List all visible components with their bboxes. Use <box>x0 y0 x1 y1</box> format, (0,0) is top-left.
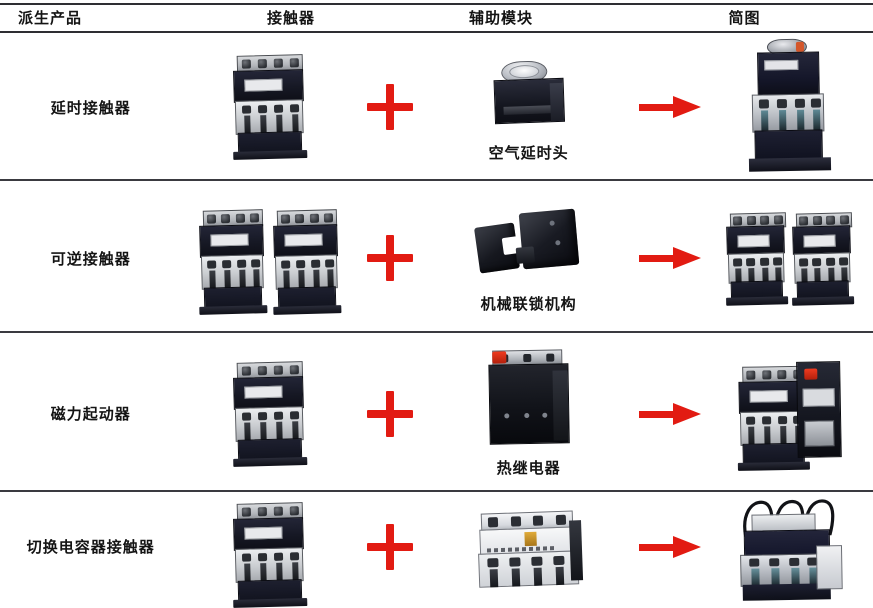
row-label: 可逆接触器 <box>50 249 131 268</box>
interlock-piece-right <box>515 208 579 269</box>
contactor-photo <box>197 209 268 315</box>
header-rule-bottom <box>0 31 873 33</box>
plus-cell <box>357 335 422 492</box>
arrow-cell <box>635 33 704 181</box>
contactor-nameplate <box>244 78 283 92</box>
result-cell <box>705 33 873 181</box>
header-cell-derived-product: 派生产品 <box>18 8 83 27</box>
row-label: 延时接触器 <box>50 98 131 117</box>
contactor-photo <box>231 502 308 608</box>
timer-side <box>549 82 564 121</box>
delay-contactor-photo <box>745 38 833 175</box>
magnetic-starter-photo <box>736 360 842 471</box>
row-separator <box>0 331 873 333</box>
header-cell-contactor: 接触器 <box>266 8 315 27</box>
arrow-right-icon <box>638 535 701 558</box>
auxiliary-cell: 机械联锁机构 <box>422 183 635 333</box>
contactor-front-terminals <box>235 99 305 135</box>
contactor-photo <box>231 360 308 467</box>
header-cell-schematic: 简图 <box>728 8 761 27</box>
aux-block-front-terminals <box>477 550 579 588</box>
aux-block-side <box>568 520 583 581</box>
plus-cell <box>357 494 422 599</box>
row-label-cell: 磁力起动器 <box>0 335 181 492</box>
auxiliary-cell: 热继电器 <box>422 335 635 492</box>
reversing-contactor-photo <box>725 212 854 306</box>
arrow-cell <box>635 335 704 492</box>
contactor-cell <box>181 494 357 608</box>
air-delay-head-photo <box>492 59 565 125</box>
row-separator <box>0 179 873 181</box>
table-row: 可逆接触器 <box>0 183 873 333</box>
contactor-photo <box>271 209 342 315</box>
auxiliary-caption: 热继电器 <box>496 459 561 477</box>
row-label: 磁力起动器 <box>50 405 131 423</box>
row-label-cell: 延时接触器 <box>0 33 181 181</box>
arrow-cell <box>635 183 704 333</box>
thermal-relay-body <box>487 363 570 445</box>
row-separator <box>0 490 873 492</box>
auxiliary-contact-block-photo <box>476 510 583 590</box>
arrow-right-icon <box>638 402 701 425</box>
arrow-right-icon <box>638 96 701 118</box>
row-label-cell: 可逆接触器 <box>0 183 181 333</box>
contactor-upper-body <box>233 69 305 103</box>
table-row: 切换电容器接触器 <box>0 494 873 608</box>
table-row: 延时接触器 <box>0 33 873 181</box>
starter-reset-button[interactable] <box>803 368 818 380</box>
starter-thermal-relay <box>795 360 842 458</box>
contactor-cell <box>181 335 357 492</box>
delay-head-label <box>763 59 799 71</box>
contactor-cell <box>181 183 357 333</box>
plus-cell <box>357 183 422 333</box>
auxiliary-art <box>492 52 565 134</box>
contactor-photo <box>231 54 308 160</box>
row-label: 切换电容器接触器 <box>26 538 155 556</box>
row-label-cell: 切换电容器接触器 <box>0 494 181 599</box>
delay-contactor-base <box>748 157 831 172</box>
auxiliary-cell: 空气延时头 <box>422 33 635 181</box>
thermal-relay-photo <box>487 349 570 448</box>
auxiliary-art <box>487 349 570 449</box>
auxiliary-art <box>476 510 583 590</box>
plus-icon <box>366 390 413 437</box>
timer-body <box>493 77 565 124</box>
plus-cell <box>357 33 422 181</box>
capacitor-front-terminals <box>739 553 825 587</box>
delay-head-body <box>756 51 820 97</box>
arrow-cell <box>635 494 704 599</box>
capacitor-contactor-photo <box>729 495 849 601</box>
mechanical-interlock-photo <box>473 207 583 281</box>
thermal-relay-reset-button[interactable] <box>491 351 506 364</box>
auxiliary-caption: 机械联锁机构 <box>480 294 577 313</box>
auxiliary-caption: 空气延时头 <box>488 143 569 162</box>
delay-front-terminals <box>751 93 825 133</box>
contactor-pair <box>197 209 342 315</box>
plus-icon <box>366 235 413 281</box>
result-cell <box>705 335 873 492</box>
timer-slot <box>503 104 558 115</box>
plus-icon <box>366 523 413 570</box>
contactor-cell <box>181 33 357 181</box>
delay-contactor-body <box>754 129 823 161</box>
header-cell-auxiliary-module: 辅助模块 <box>468 8 533 27</box>
auxiliary-cell <box>422 494 635 599</box>
table-row: 磁力起动器 <box>0 335 873 492</box>
contactor-base <box>233 150 308 160</box>
interlock-piece-left <box>473 221 520 274</box>
plus-icon <box>366 84 413 130</box>
arrow-right-icon <box>638 247 701 269</box>
capacitor-side-panel <box>815 545 843 590</box>
table-header-row: 派生产品 接触器 辅助模块 简图 <box>0 5 873 31</box>
timer-dial-face <box>508 64 540 79</box>
result-cell <box>705 183 873 333</box>
header-rule-top <box>0 3 873 5</box>
auxiliary-art <box>473 203 583 285</box>
result-cell <box>705 494 873 601</box>
